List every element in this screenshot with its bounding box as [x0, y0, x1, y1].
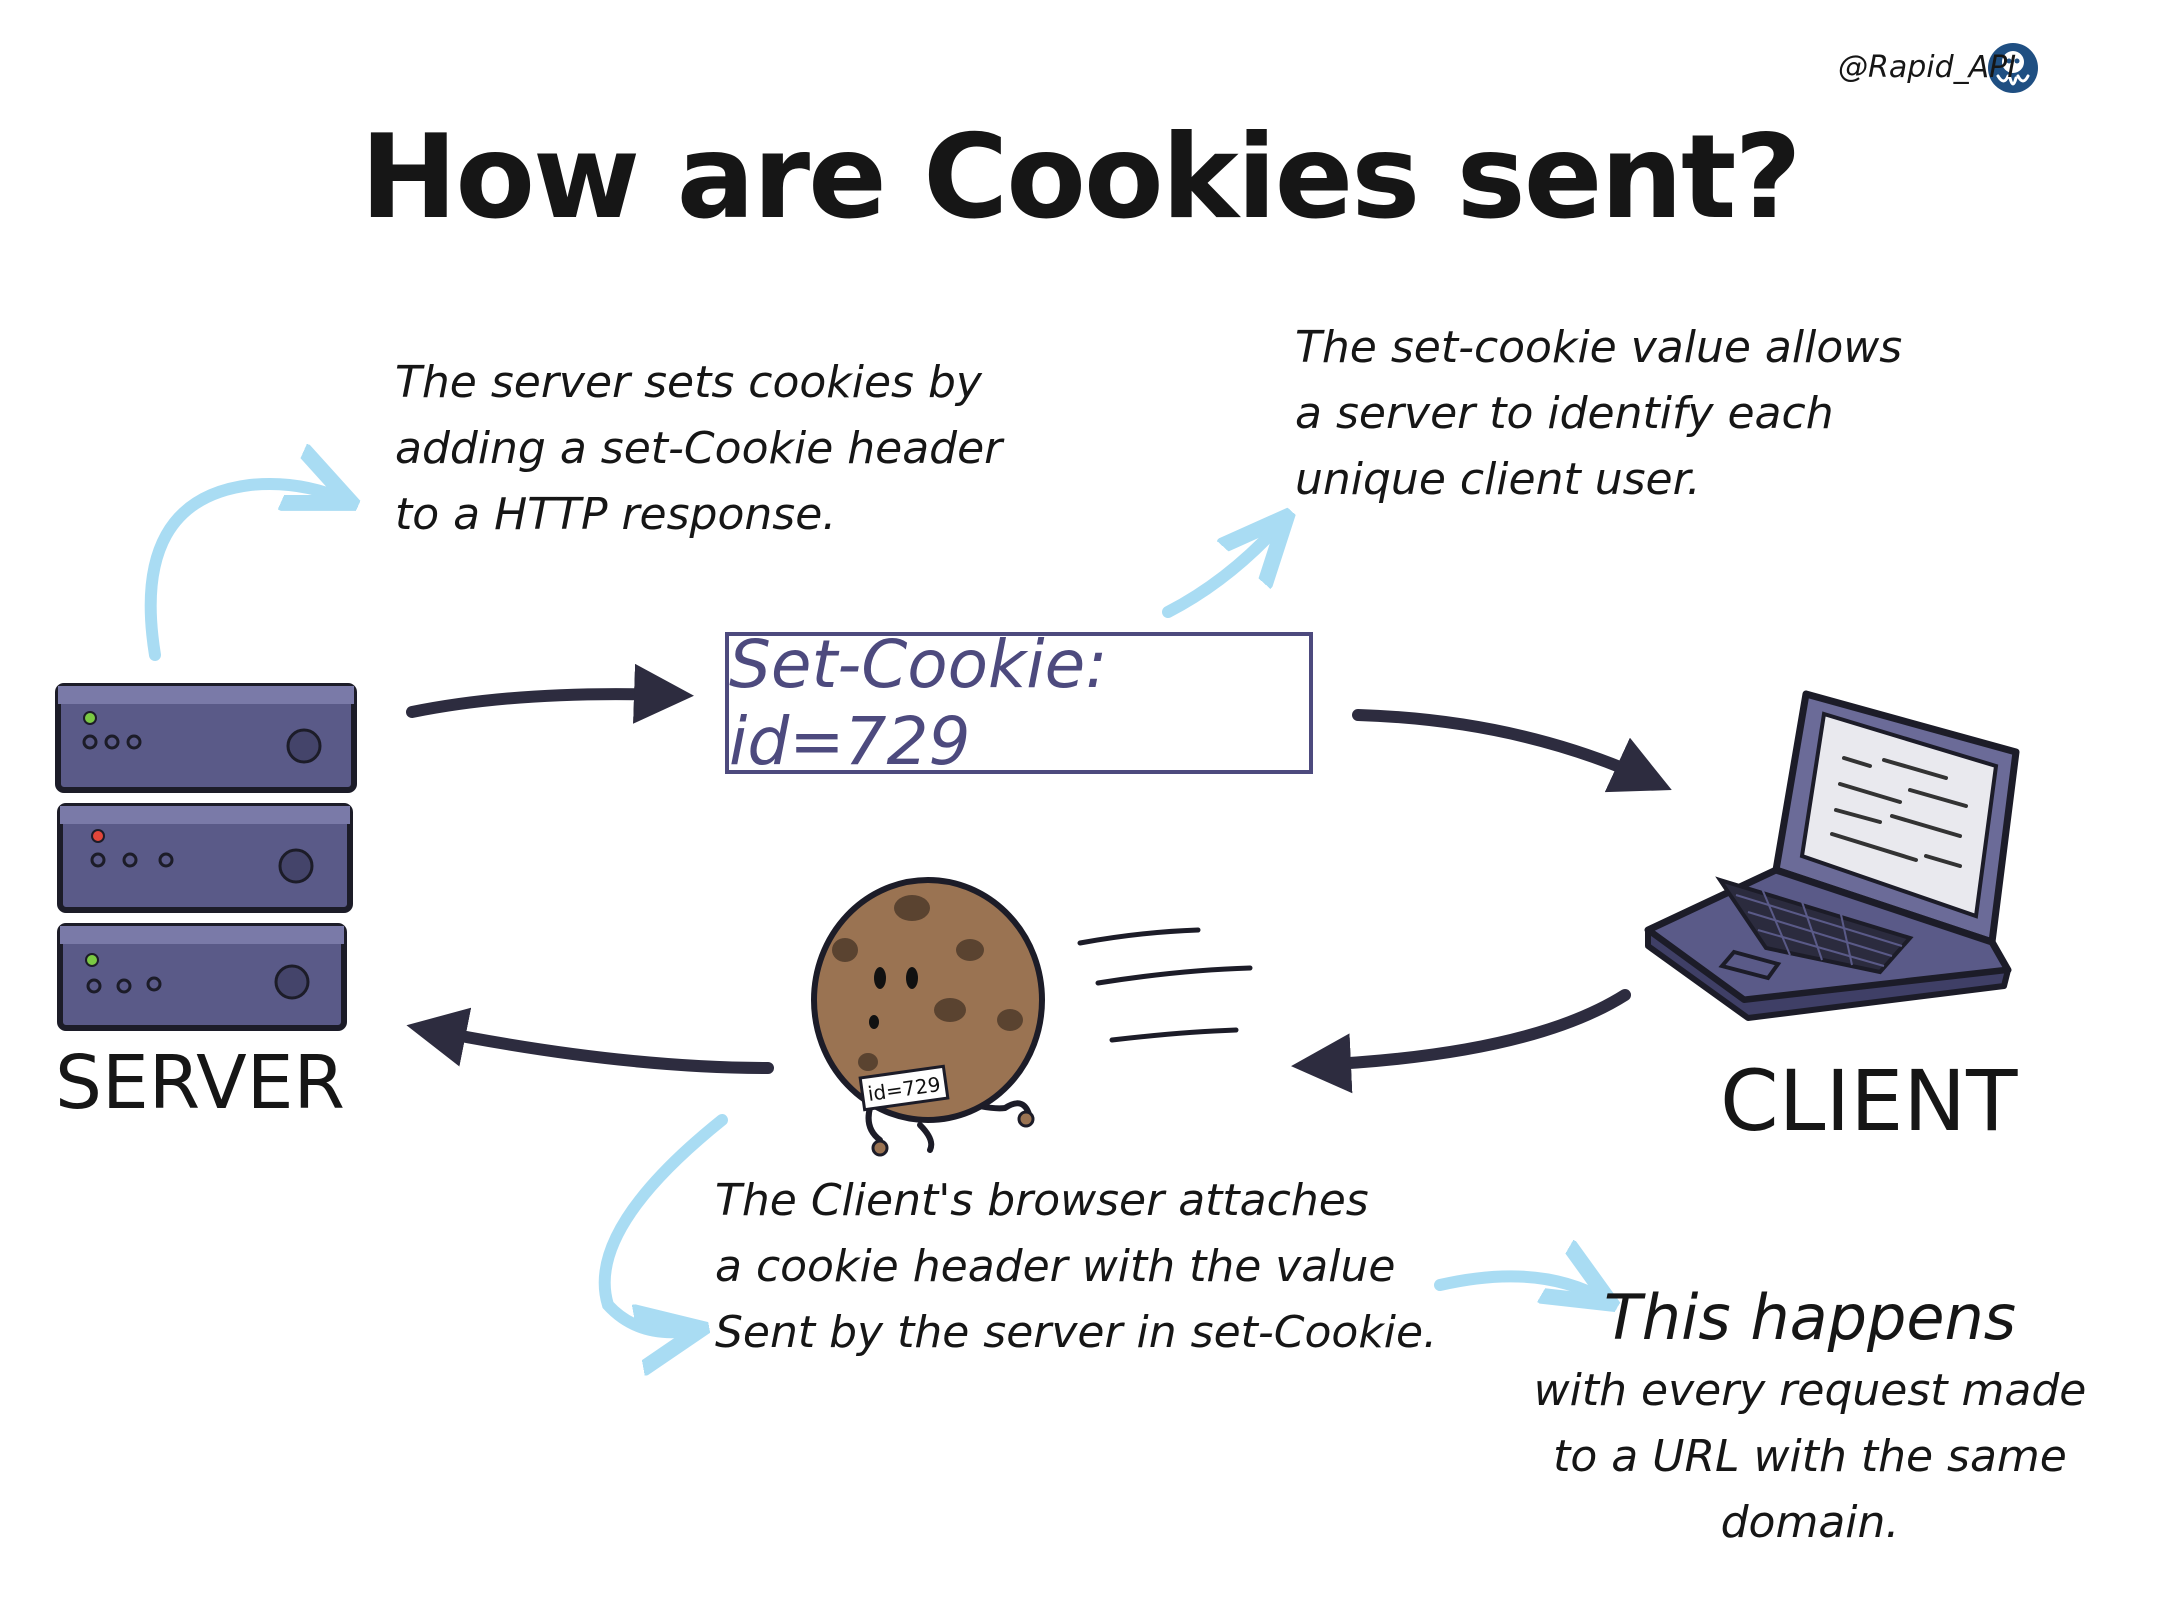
- note-line: adding a set-Cookie header: [395, 423, 1003, 474]
- author-handle: @Rapid_API: [1838, 50, 2017, 85]
- set-cookie-header-box: Set-Cookie: id=729: [725, 626, 1313, 780]
- arrow-cookie-to-server: [406, 1007, 774, 1074]
- server-unit: [57, 803, 353, 913]
- cookie-id-tag: id=729: [858, 1064, 950, 1112]
- arrow-header-to-client: [1352, 709, 1672, 793]
- note-browser-attaches-cookie: The Client's browser attaches a cookie h…: [715, 1168, 1475, 1366]
- server-unit: [55, 683, 357, 793]
- arrow-server-to-header: [406, 663, 694, 724]
- note-every-request: This happens with every request made to …: [1500, 1278, 2120, 1556]
- note-line: unique client user.: [1295, 454, 1701, 505]
- arrow-to-browser-note: [598, 1114, 728, 1332]
- server-rack-icon: [55, 683, 357, 1031]
- annotation-arrows: [144, 484, 1605, 1332]
- note-identify-client: The set-cookie value allows a server to …: [1295, 315, 1935, 513]
- arrow-to-identify-note: [1162, 522, 1282, 618]
- arrow-to-every-request-note: [1434, 1276, 1605, 1300]
- flow-arrows: [406, 663, 1672, 1094]
- laptop-icon: [1644, 690, 2020, 1021]
- arrow-client-to-cookie: [1291, 989, 1631, 1094]
- arrow-to-server-note: [144, 484, 345, 661]
- note-line: to a HTTP response.: [395, 489, 837, 540]
- note-line: This happens: [1603, 1281, 2017, 1354]
- note-line: a server to identify each: [1295, 388, 1834, 439]
- note-line: Sent by the server in set-Cookie.: [715, 1307, 1438, 1358]
- set-cookie-header-text: Set-Cookie: id=729: [729, 626, 1108, 780]
- note-line: a cookie header with the value: [715, 1241, 1396, 1292]
- cookie-character-icon: id=729: [811, 877, 1045, 1157]
- server-unit: [57, 923, 347, 1031]
- note-line: The Client's browser attaches: [715, 1175, 1369, 1226]
- speed-lines: [1077, 927, 1253, 1043]
- client-label: CLIENT: [1720, 1052, 2018, 1150]
- note-line: with every request made: [1533, 1365, 2087, 1416]
- note-line: The set-cookie value allows: [1295, 322, 1903, 373]
- rapidapi-logo-icon: [1988, 43, 2038, 93]
- note-line: to a URL with the same: [1553, 1431, 2067, 1482]
- note-server-sets-cookies: The server sets cookies by adding a set-…: [395, 350, 1095, 548]
- page-title: How are Cookies sent?: [360, 110, 1801, 245]
- note-line: domain.: [1720, 1497, 1900, 1548]
- note-line: The server sets cookies by: [395, 357, 982, 408]
- server-label: SERVER: [55, 1040, 345, 1126]
